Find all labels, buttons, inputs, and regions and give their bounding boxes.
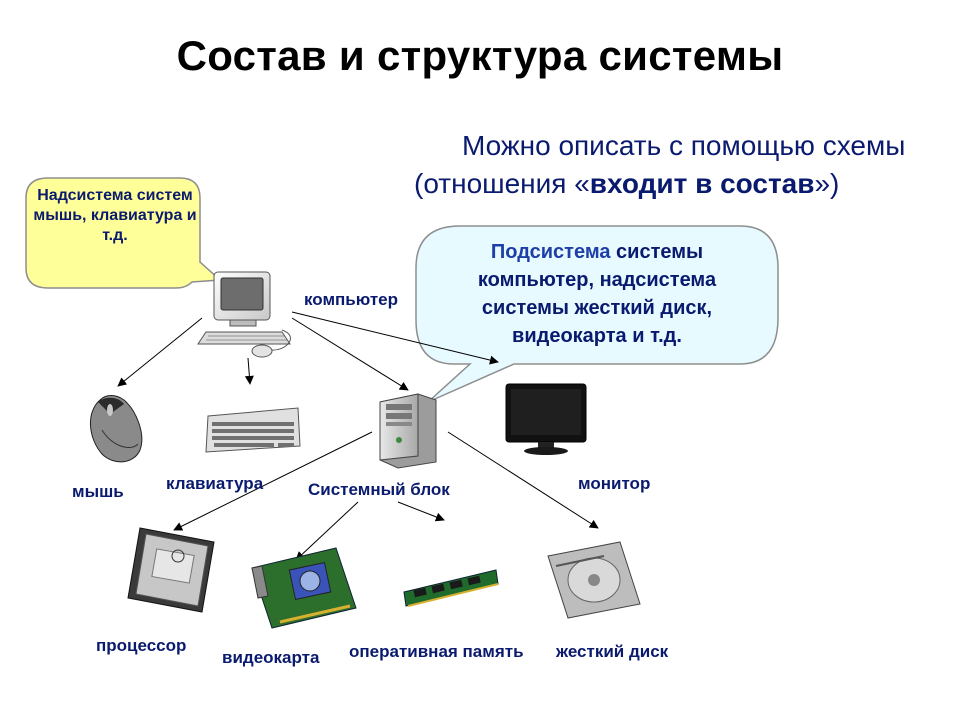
label-mouse: мышь — [72, 482, 124, 501]
label-system-unit: Системный блок — [308, 480, 450, 499]
label-hdd: жесткий диск — [556, 642, 669, 661]
subsystem-callout-text: Подсистема системы компьютер, надсистема… — [477, 241, 717, 347]
cpu-icon — [127, 527, 215, 613]
subsystem-highlight: Подсистема — [490, 241, 611, 263]
arrow-computer-mouse — [117, 317, 203, 387]
label-monitor: монитор — [578, 474, 651, 493]
monitor-icon — [505, 383, 587, 455]
arrow-computer-keyboard — [244, 357, 254, 385]
graphics-card-icon — [251, 547, 357, 629]
keyboard-icon — [205, 407, 301, 453]
hard-disk-icon — [547, 541, 641, 619]
label-gpu: видеокарта — [222, 648, 320, 667]
arrow-system-unit-ram — [397, 501, 445, 522]
intro-line-1: Можно описать с помощью схемы — [462, 130, 906, 161]
arrow-computer-monitor — [291, 311, 499, 365]
page-title: Состав и структура системы — [176, 32, 784, 79]
arrow-system-unit-hdd — [447, 431, 599, 529]
arrow-system-unit-cpu — [173, 431, 373, 531]
ram-icon — [403, 569, 499, 607]
label-ram: оперативная память — [349, 642, 524, 661]
relation-arrows — [117, 311, 599, 561]
supersystem-callout-bubble — [25, 177, 222, 289]
mouse-icon — [89, 395, 143, 463]
intro-line-2: (отношения «входит в состав») — [414, 168, 840, 199]
label-cpu: процессор — [96, 636, 187, 655]
arrow-system-unit-gpu — [295, 501, 359, 561]
label-keyboard: клавиатура — [166, 474, 264, 493]
label-computer: компьютер — [304, 290, 398, 309]
intro-relation-bold: входит в состав — [589, 168, 815, 199]
supersystem-callout-text: Надсистема систем мышь, клавиатура и т.д… — [33, 187, 197, 244]
arrow-computer-system-unit — [291, 317, 409, 391]
intro-text: Можно описать с помощью схемы (отношения… — [0, 128, 960, 208]
computer-icon — [197, 271, 291, 358]
subsystem-callout-bubble — [415, 225, 779, 403]
system-unit-icon — [379, 393, 437, 469]
